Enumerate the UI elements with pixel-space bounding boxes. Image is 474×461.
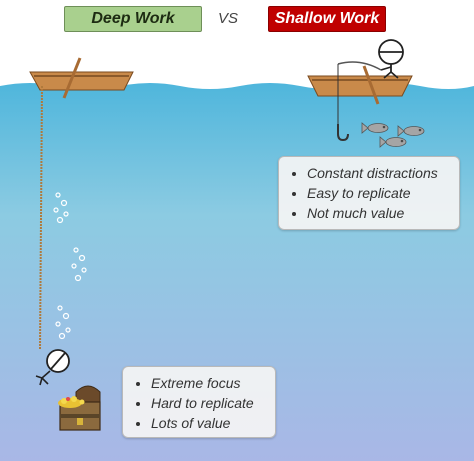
shallow-work-label: Shallow Work [268, 6, 386, 32]
rowboat-icon [307, 65, 413, 105]
list-item: Extreme focus [151, 373, 265, 393]
fishing-line [39, 85, 43, 351]
list-item: Easy to replicate [307, 183, 449, 203]
list-item: Constant distractions [307, 163, 449, 183]
deep-work-traits: Extreme focus Hard to replicate Lots of … [122, 366, 276, 438]
list-item: Not much value [307, 203, 449, 223]
deep-work-label: Deep Work [64, 6, 202, 32]
diver-icon [35, 349, 70, 386]
list-item: Lots of value [151, 413, 265, 433]
vs-label: VS [218, 10, 239, 27]
fish-icon [361, 122, 425, 148]
stick-figure-icon [378, 39, 404, 79]
shallow-work-traits: Constant distractions Easy to replicate … [278, 156, 460, 230]
treasure-chest-icon [58, 385, 101, 431]
fishing-rod [337, 61, 382, 71]
rowboat-icon [29, 57, 134, 99]
fishhook-icon [337, 124, 349, 142]
bubbles [53, 192, 87, 340]
list-item: Hard to replicate [151, 393, 265, 413]
